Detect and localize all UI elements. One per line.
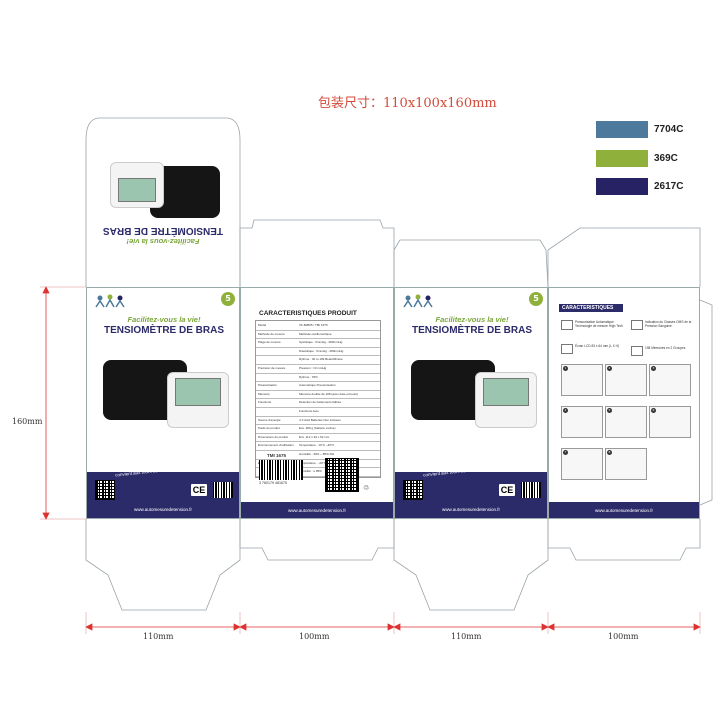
recycle-icon: ♲ (363, 484, 370, 492)
step-2: 2 (605, 364, 647, 396)
front-url: www.automesuredetension.fr (133, 507, 193, 512)
spec-row: Fonctions Auto (256, 407, 380, 417)
color-code-2: 369C (654, 153, 678, 164)
people-logo-icon (95, 294, 125, 308)
front-monitor-screen (483, 378, 529, 406)
dim-width-4: 100mm (608, 632, 639, 641)
specs-title: CARACTERISTIQUES PRODUIT (259, 310, 357, 317)
spec-row: Rythme : 40 to 199 Beats/Minute (256, 355, 380, 365)
feature-icon-1 (561, 320, 573, 330)
spec-row: Humidité : ≤ 95% (256, 467, 380, 477)
front-qr-code (403, 480, 423, 500)
features-url: www.automesuredetension.fr (594, 508, 654, 513)
dim-width-1: 110mm (143, 632, 174, 641)
features-bottom-band: www.automesuredetension.fr (549, 502, 699, 518)
front-band: convient aux tours de bras de 22cm à 32c… (395, 463, 547, 518)
feature-1: Pressurisation Automatique Technologie d… (575, 320, 623, 328)
step-3: 3 (649, 364, 691, 396)
step-4: 4 (561, 406, 603, 438)
front-title: TENSIOMÈTRE DE BRAS (411, 325, 532, 336)
front-barcode (521, 482, 541, 498)
color-swatch-2 (596, 150, 648, 167)
front-url: www.automesuredetension.fr (441, 507, 501, 512)
feature-icon-2 (631, 320, 643, 330)
specs-barcode (259, 460, 303, 480)
front-qr-code (95, 480, 115, 500)
front-panel-2: 5 Facilitez-vous la vie! TENSIOMÈTRE DE … (394, 287, 548, 519)
front-panel: 5 Facilitez-vous la vie! TENSIOMÈTRE DE … (86, 287, 240, 519)
step-8: 8 (605, 448, 647, 480)
dim-width-3: 110mm (451, 632, 482, 641)
spec-row: Rythme : ±5% (256, 373, 380, 383)
badge-5: 5 (529, 292, 543, 306)
feature-icon-3 (561, 344, 573, 354)
feature-icon-4 (631, 346, 643, 356)
specs-url: www.automesuredetension.fr (287, 508, 347, 513)
step-6: 6 (649, 406, 691, 438)
features-panel: CARACTERISTIQUES Pressurisation Automati… (548, 287, 700, 519)
feature-4: 198 Mémoires en 2 Groupes (645, 346, 686, 350)
features-title-bar: CARACTERISTIQUES (559, 304, 623, 312)
spec-row: Humidité : 40% ~ 85% RH (256, 450, 380, 460)
step-7: 7 (561, 448, 603, 480)
front-monitor-screen (175, 378, 221, 406)
front-ce-mark: CE (191, 484, 207, 496)
color-swatch-3 (596, 178, 648, 195)
front-title: TENSIOMÈTRE DE BRAS (103, 325, 224, 336)
color-code-1: 7704C (654, 124, 684, 135)
front-slogan: Facilitez-vous la vie! (127, 315, 201, 324)
people-logo-icon (403, 294, 433, 308)
front-band: convient aux tours de bras de 22cm à 32c… (87, 463, 239, 518)
specs-barcode-number: 3 760179 481675 (259, 481, 287, 485)
front-barcode (213, 482, 233, 498)
step-5: 5 (605, 406, 647, 438)
color-swatch-1 (596, 121, 648, 138)
package-size-title: 包装尺寸：110x100x160mm (318, 96, 497, 111)
specs-bottom-band: www.automesuredetension.fr (241, 502, 393, 518)
dim-height: 160mm (12, 417, 43, 426)
specs-model-label: TMI 1675 (267, 453, 287, 458)
step-1: 1 (561, 364, 603, 396)
specs-qr-code (325, 458, 359, 492)
feature-2: Indication du Classes OMS de la Pression… (645, 320, 692, 328)
front-ce-mark: CE (499, 484, 515, 496)
features-title: CARACTERISTIQUES (562, 305, 614, 311)
front-slogan: Facilitez-vous la vie! (435, 315, 509, 324)
badge-5: 5 (221, 292, 235, 306)
color-code-3: 2617C (654, 181, 684, 192)
dim-width-2: 100mm (299, 632, 330, 641)
spec-row: Diastolique : 0mmHg - 280mmHg (256, 347, 380, 357)
feature-3: Écran LCD 83 x 64 mm (L X H) (575, 344, 619, 348)
